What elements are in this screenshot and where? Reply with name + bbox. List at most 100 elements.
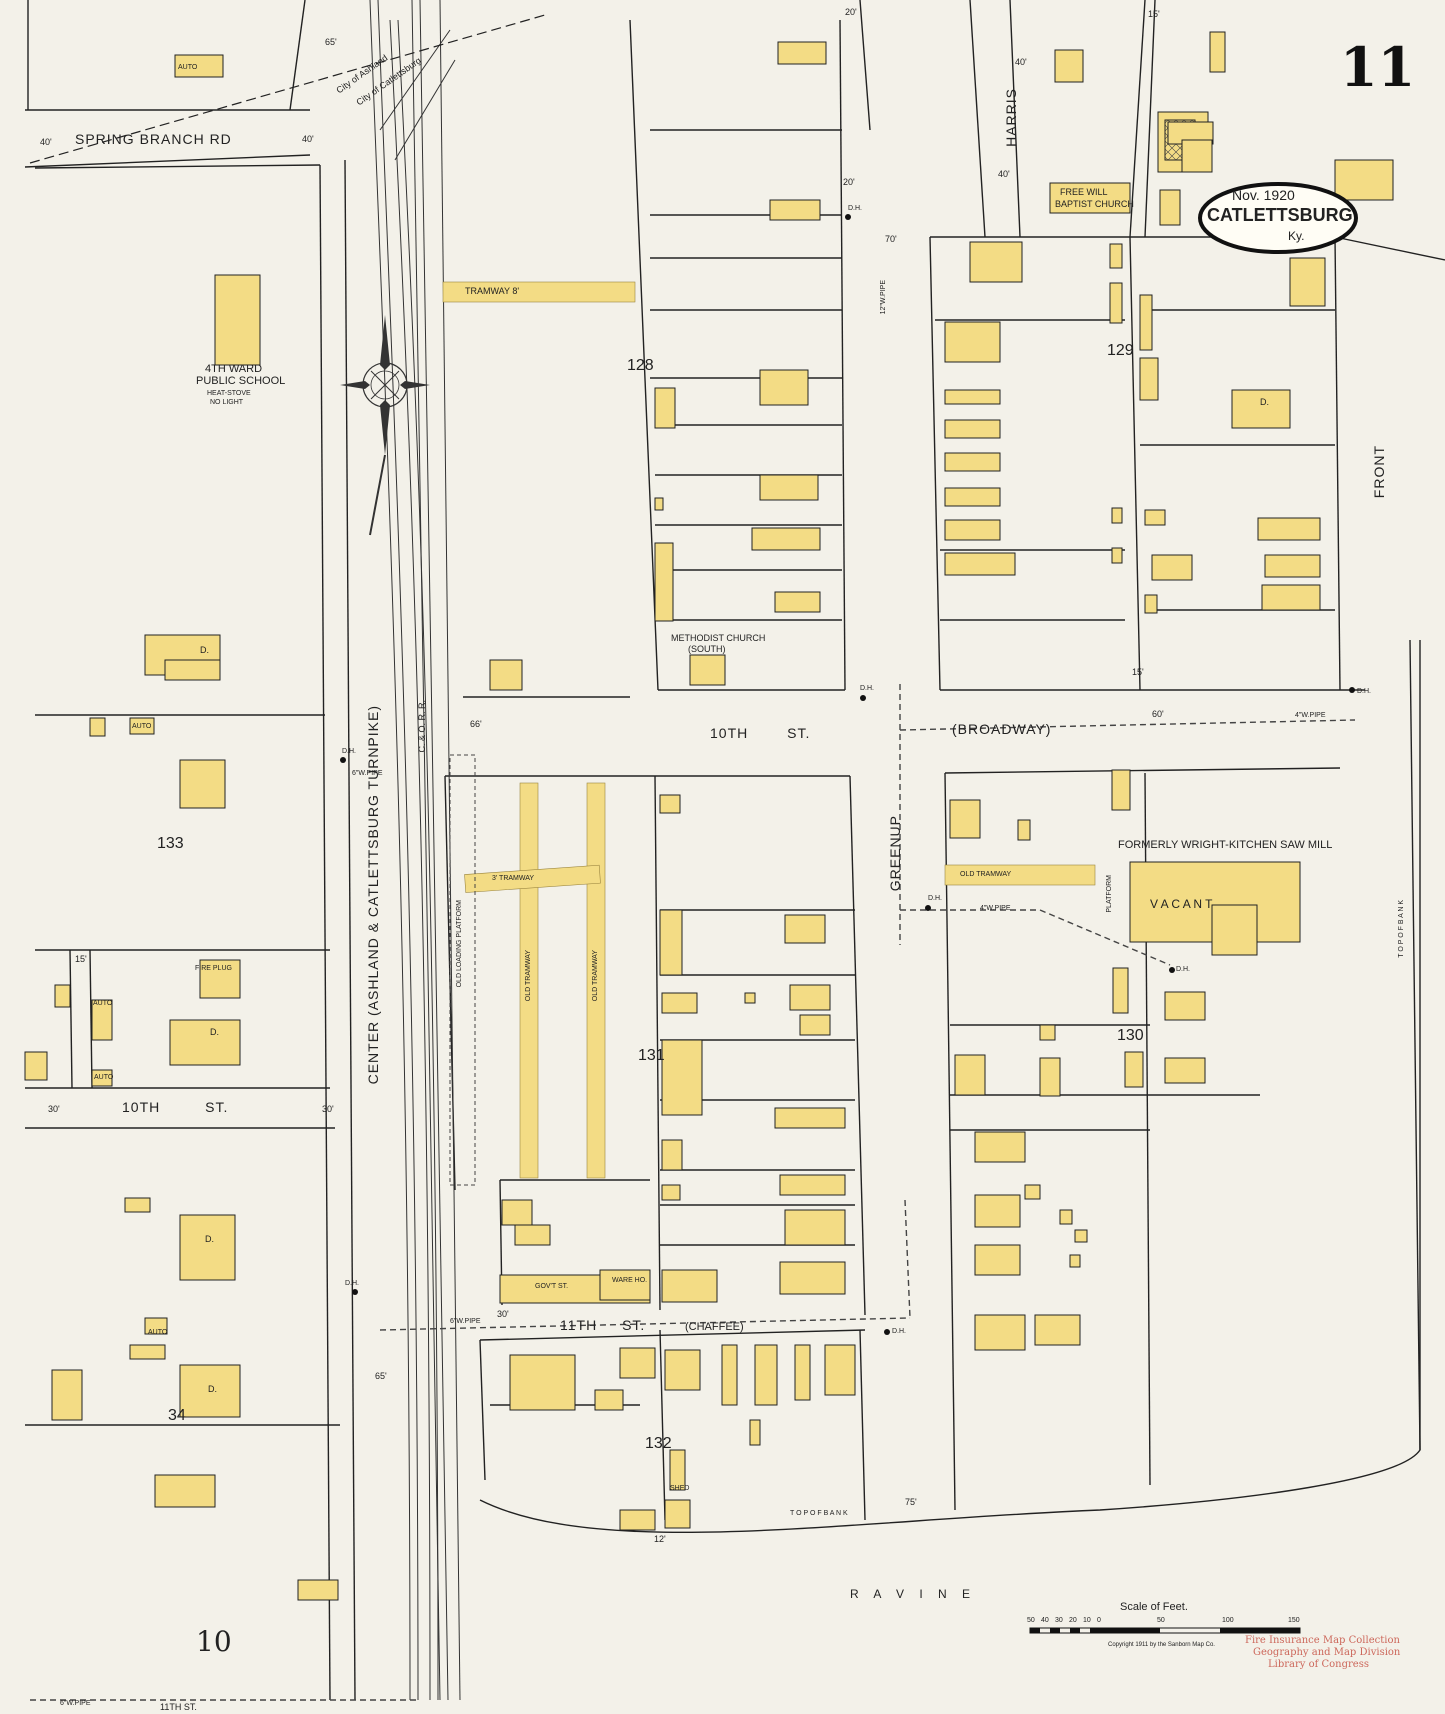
scale-tick-50b: 50 — [1157, 1617, 1165, 1624]
compass-rose-icon — [340, 315, 430, 536]
street-spring-branch: SPRING BRANCH RD — [75, 131, 232, 147]
pipe-bottom: 6"W.PIPE — [60, 1700, 91, 1707]
hydrant-label-6: D.H. — [1176, 966, 1190, 973]
scale-tick-30: 30 — [1055, 1617, 1063, 1624]
width-5: 70' — [885, 234, 897, 244]
platform-label: PLATFORM — [1106, 875, 1113, 913]
scale-bar — [1029, 1627, 1301, 1634]
state-name: Ky. — [1288, 229, 1305, 243]
street-11th: 11TH ST. — [560, 1317, 646, 1333]
hydrant-label-3: D.H. — [1357, 688, 1371, 695]
sheet-date: Nov. 1920 — [1232, 187, 1295, 203]
school-line-2: PUBLIC SCHOOL — [196, 375, 286, 387]
hydrant-label-8: D.H. — [892, 1328, 906, 1335]
block-133: 133 — [157, 835, 184, 852]
scale-tick-100: 100 — [1222, 1617, 1234, 1624]
methodist-church: METHODIST CHURCH — [671, 633, 766, 643]
scale-tick-40: 40 — [1041, 1617, 1049, 1624]
railroad-label: C. & O. R. R. — [417, 700, 427, 753]
width-3: 20' — [845, 7, 857, 17]
school-heat: HEAT-STOVE — [207, 390, 251, 397]
width-7: 40' — [998, 169, 1010, 179]
stamp-line-2: Geography and Map Division — [1253, 1647, 1401, 1658]
street-10th-left: 10TH ST. — [122, 1099, 229, 1115]
dwelling-label-3: D. — [205, 1234, 214, 1244]
free-will-church: FREE WILL — [1060, 187, 1108, 197]
copyright: Copyright 1911 by the Sanborn Map Co. — [1108, 1642, 1215, 1648]
scale-tick-10: 10 — [1083, 1617, 1091, 1624]
auto-label-4: AUTO — [94, 1074, 114, 1081]
width-2: 40' — [302, 134, 314, 144]
street-center-turnpike: CENTER (ASHLAND & CATLETTSBURG TURNPIKE) — [365, 705, 381, 1085]
old-loading-platform-label: OLD LOADING PLATFORM — [456, 900, 463, 988]
width-10: 60' — [1152, 709, 1164, 719]
street-11th-bottom: 11TH ST. — [160, 1702, 197, 1712]
school-light: NO LIGHT — [210, 399, 244, 406]
catlettsburg-logo — [1198, 182, 1358, 254]
pipe-11th: 6"W.PIPE — [450, 1318, 481, 1325]
block-132: 132 — [645, 1435, 672, 1452]
old-loading-platform — [449, 754, 476, 1186]
auto-label-3: AUTO — [93, 1000, 113, 1007]
street-broadway: (BROADWAY) — [952, 721, 1052, 737]
dwelling-label-4: D. — [208, 1384, 217, 1394]
width-8: 15' — [1148, 9, 1160, 19]
width-17: 75' — [905, 1497, 917, 1507]
dwelling-label-2: D. — [210, 1027, 219, 1037]
dwelling-label-5: D. — [1260, 397, 1269, 407]
hydrant-label-5: D.H. — [928, 895, 942, 902]
auto-label-1: AUTO — [178, 64, 198, 71]
hydrant-label-4: D.H. — [342, 748, 356, 755]
tramway-3ft: 3' TRAMWAY — [492, 875, 535, 882]
top-of-bank-label: T O P O F B A N K — [790, 1510, 848, 1517]
pipe-center: 6"W.PIPE — [352, 770, 383, 777]
street-chaffee: (CHAFFEE) — [685, 1321, 744, 1333]
width-1: 40' — [40, 137, 52, 147]
pipe-broadway: 4"W.PIPE — [1295, 712, 1326, 719]
width-4: 20' — [843, 177, 855, 187]
school-line-1: 4TH WARD — [205, 363, 263, 375]
warehouse-label: WARE HO. — [612, 1277, 648, 1284]
block-34: 34 — [168, 1407, 186, 1424]
street-front: FRONT — [1371, 445, 1387, 499]
street-greenup: GREENUP — [887, 815, 903, 892]
scale-tick-150: 150 — [1288, 1617, 1300, 1624]
sawmill-label: FORMERLY WRIGHT-KITCHEN SAW MILL — [1118, 839, 1333, 851]
auto-label-2: AUTO — [132, 723, 152, 730]
street-10th-main: 10TH ST. — [710, 725, 811, 741]
width-12: 15' — [75, 954, 87, 964]
hydrant-label-1: D.H. — [848, 205, 862, 212]
scale-title: Scale of Feet. — [1120, 1601, 1188, 1613]
scale-tick-0: 0 — [1097, 1617, 1101, 1624]
methodist-church-south: (SOUTH) — [688, 644, 726, 654]
width-9: 66' — [470, 719, 482, 729]
sheet-number: 11 — [1340, 35, 1416, 99]
hydrant-label-7: D.H. — [345, 1280, 359, 1287]
scale-tick-20: 20 — [1069, 1617, 1077, 1624]
govt-st-label: GOV'T ST. — [535, 1283, 569, 1290]
stamp-line-1: Fire Insurance Map Collection — [1245, 1635, 1400, 1646]
stamp-line-3: Library of Congress — [1268, 1659, 1369, 1670]
width-11: 15' — [1132, 667, 1144, 677]
old-tramway-1: OLD TRAMWAY — [525, 950, 532, 1002]
water-pipes — [30, 684, 1356, 1701]
pipe-greenup-upper: 12"W.PIPE — [880, 280, 887, 315]
baptist-church: BAPTIST CHURCH — [1055, 199, 1134, 209]
width-0: 65' — [325, 37, 337, 47]
width-15: 30' — [497, 1309, 509, 1319]
street-harris: HARRIS — [1003, 88, 1019, 147]
width-16: 65' — [375, 1371, 387, 1381]
pipe-sawmill: 4"W.PIPE — [980, 905, 1011, 912]
ravine-label: R A V I N E — [850, 1587, 977, 1601]
tramways — [442, 281, 1096, 1179]
adjoining-sheet-10: 10 — [196, 1625, 232, 1658]
tramway-top: TRAMWAY 8' — [465, 286, 520, 296]
old-tramway-2: OLD TRAMWAY — [592, 950, 599, 1002]
block-129: 129 — [1107, 342, 1134, 359]
vacant-label: V A C A N T — [1150, 897, 1213, 911]
old-tramway-3: OLD TRAMWAY — [960, 871, 1012, 878]
block-131: 131 — [638, 1047, 665, 1064]
city-name: CATLETTSBURG — [1207, 205, 1353, 225]
